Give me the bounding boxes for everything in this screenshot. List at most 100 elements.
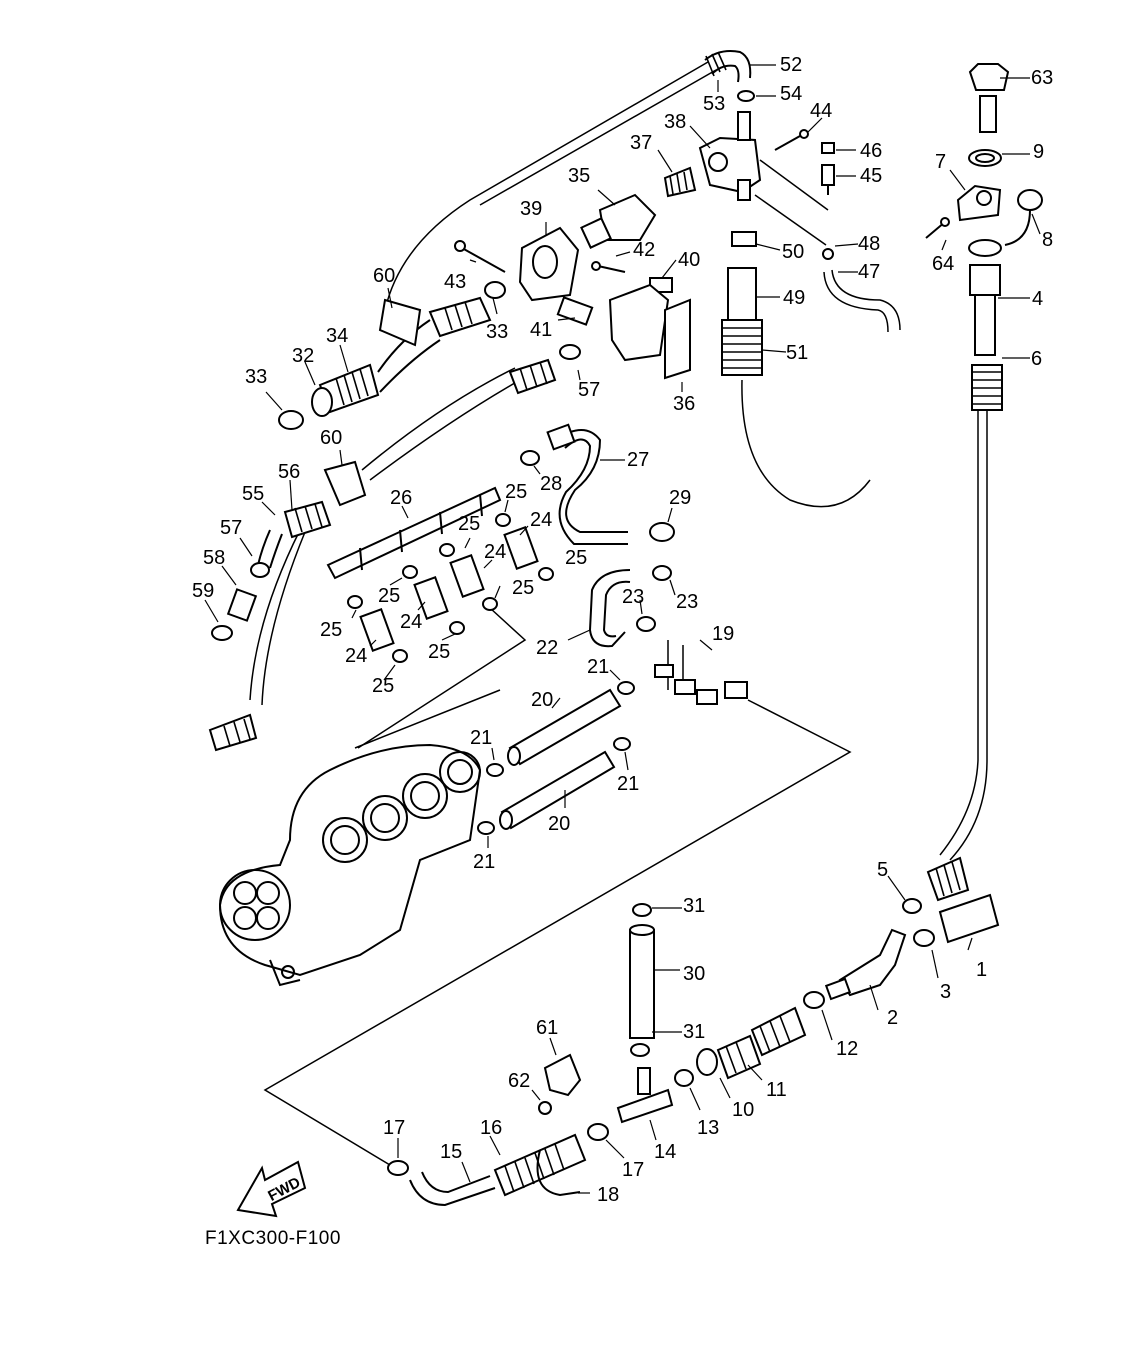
callout-31-a: 31 — [683, 895, 705, 917]
callout-52: 52 — [780, 54, 802, 76]
part-6-bellows — [971, 364, 1003, 411]
callout-33-lower: 33 — [245, 366, 267, 388]
callout-61: 61 — [536, 1017, 558, 1039]
callout-59: 59 — [192, 580, 214, 602]
callout-15: 15 — [440, 1141, 462, 1163]
part-17-clamps — [387, 1123, 609, 1176]
part-64-screw — [925, 217, 950, 239]
part-57a-clamp — [559, 344, 581, 360]
callout-25-b: 25 — [458, 513, 480, 535]
part-hose-upper-center — [428, 296, 492, 338]
part-41-housing — [556, 283, 670, 362]
diagram-code: F1XC300-F100 — [205, 1228, 341, 1249]
callout-40: 40 — [678, 249, 700, 271]
callout-24-b: 24 — [484, 541, 506, 563]
callout-26: 26 — [390, 487, 412, 509]
part-54-clip — [737, 90, 755, 102]
part-57b-clamp — [250, 562, 270, 578]
callout-21-a: 21 — [587, 656, 609, 678]
part-44-bolt — [774, 129, 809, 151]
callout-17-right: 17 — [622, 1159, 644, 1181]
part-3-clamp — [913, 929, 935, 947]
callout-51: 51 — [786, 342, 808, 364]
part-22-hose — [588, 569, 631, 648]
part-63-cap — [968, 63, 1010, 133]
callout-6: 6 — [1031, 348, 1042, 370]
callout-33-upper: 33 — [486, 321, 508, 343]
part-42-bolt — [591, 261, 626, 273]
callout-23-a: 23 — [622, 586, 644, 608]
callout-7: 7 — [935, 151, 946, 173]
engine-block — [218, 743, 482, 987]
callout-58: 58 — [203, 547, 225, 569]
part-25-clamps — [347, 513, 554, 663]
part-5-clamp — [902, 898, 922, 914]
callout-53: 53 — [703, 93, 725, 115]
part-bellows-upper-right — [926, 856, 970, 902]
part-23-clamps — [636, 565, 672, 632]
part-hose-lower-left — [208, 713, 258, 752]
callout-39: 39 — [520, 198, 542, 220]
part-48-clip — [822, 248, 834, 260]
callout-9: 9 — [1033, 141, 1044, 163]
callout-1: 1 — [976, 959, 987, 981]
callout-10: 10 — [732, 1099, 754, 1121]
callout-4: 4 — [1032, 288, 1043, 310]
callout-35: 35 — [568, 165, 590, 187]
part-45-sensor — [821, 164, 835, 195]
callout-14: 14 — [654, 1141, 676, 1163]
callout-27: 27 — [627, 449, 649, 471]
part-46-plug — [821, 142, 835, 154]
part-10-joint — [696, 1048, 718, 1076]
callout-36: 36 — [673, 393, 695, 415]
callout-32: 32 — [292, 345, 314, 367]
part-9-ring — [968, 149, 1002, 167]
part-37-thermostat — [663, 166, 697, 198]
part-61-bracket — [543, 1053, 582, 1097]
part-50-clamp — [731, 231, 757, 247]
part-2-y-joint — [824, 928, 907, 1001]
part-62-bolt — [538, 1101, 552, 1115]
callout-24-a: 24 — [530, 509, 552, 531]
leader-lines — [204, 64, 1041, 1194]
callout-64: 64 — [932, 253, 954, 275]
part-60a-bracket — [378, 298, 422, 347]
callout-25-f: 25 — [320, 619, 342, 641]
part-33b-clamp — [484, 281, 506, 299]
callout-38: 38 — [664, 111, 686, 133]
part-28-clamp — [520, 450, 540, 466]
callout-25-d: 25 — [512, 577, 534, 599]
part-18-tie — [536, 1149, 581, 1197]
callout-62: 62 — [508, 1070, 530, 1092]
callout-55: 55 — [242, 483, 264, 505]
callout-49: 49 — [783, 287, 805, 309]
callout-21-c: 21 — [617, 773, 639, 795]
part-15-hose — [409, 1171, 496, 1207]
part-27-hose — [546, 423, 628, 545]
callout-23-b: 23 — [676, 591, 698, 613]
part-14-tee — [616, 1067, 674, 1124]
part-1-hose — [938, 893, 1000, 944]
fwd-arrow-icon: FWD — [236, 1160, 307, 1218]
guide-lines — [249, 61, 988, 1166]
callout-56: 56 — [278, 461, 300, 483]
part-39-manifold — [518, 226, 580, 302]
callout-48: 48 — [858, 233, 880, 255]
callout-20-a: 20 — [531, 689, 553, 711]
callout-18: 18 — [597, 1184, 619, 1206]
part-33a-clamp — [278, 410, 304, 430]
callout-12: 12 — [836, 1038, 858, 1060]
part-59-clamp — [211, 625, 233, 641]
part-34-32-hose — [311, 319, 441, 417]
callout-54: 54 — [780, 83, 802, 105]
callout-34: 34 — [326, 325, 348, 347]
part-19-fittings — [654, 664, 748, 705]
callout-60-lower: 60 — [320, 427, 342, 449]
callout-43: 43 — [444, 271, 466, 293]
callout-60-upper: 60 — [373, 265, 395, 287]
part-7-plate — [956, 184, 1002, 222]
callout-44: 44 — [810, 100, 832, 122]
part-38-housing — [698, 111, 762, 201]
callout-24-c: 24 — [400, 611, 422, 633]
callout-labels: 52 53 54 63 44 38 37 46 45 9 7 35 39 8 4… — [192, 54, 1053, 1206]
